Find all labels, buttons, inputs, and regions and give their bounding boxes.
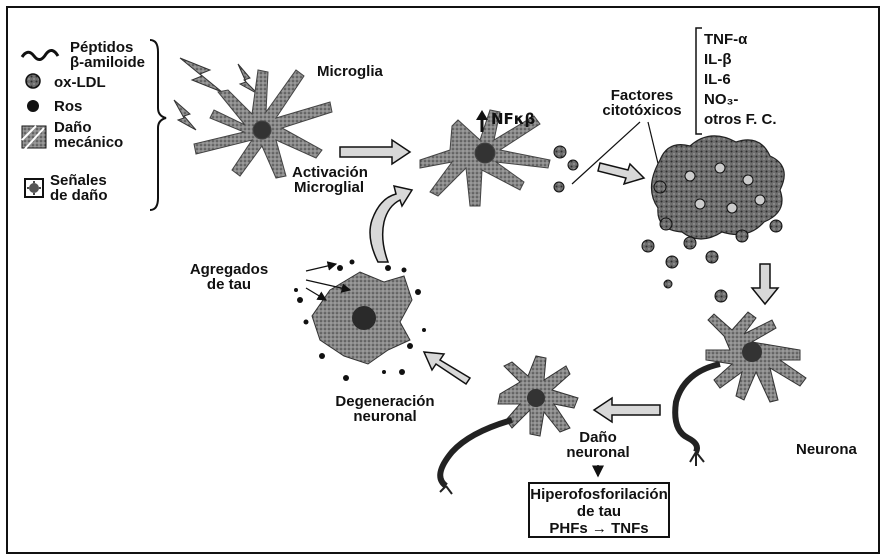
pointer-line xyxy=(306,264,336,271)
microglia-label: Microglia xyxy=(317,64,383,79)
degenerating-neuron-cell xyxy=(294,260,426,382)
block-arrow xyxy=(340,140,410,164)
factor-no3: NO₃- xyxy=(704,90,777,110)
mechanical-damage-icon xyxy=(22,126,46,150)
legend-label-ros: Ros xyxy=(54,99,82,114)
damage-signal-icon xyxy=(25,179,43,197)
curved-feedback-arrow xyxy=(370,186,412,262)
factors-bracket xyxy=(696,28,702,134)
block-arrow xyxy=(594,398,660,422)
neuron-label: Neurona xyxy=(796,442,857,457)
factors-list: TNF-α IL-β IL-6 NO₃- otros F. C. xyxy=(704,30,777,130)
block-arrow xyxy=(598,163,644,184)
factor-tnf: TNF-α xyxy=(704,30,777,50)
block-arrow xyxy=(752,264,778,304)
legend-brace xyxy=(150,40,166,210)
factor-other: otros F. C. xyxy=(704,110,777,130)
nfkb-label: NFκβ xyxy=(491,112,535,127)
pointer-line xyxy=(306,288,326,300)
ox-ldl-particle-icon xyxy=(26,74,40,88)
healthy-neuron-cell xyxy=(675,312,806,466)
factor-il-beta: IL-β xyxy=(704,50,777,70)
legend-label-ox-ldl: ox-LDL xyxy=(54,75,106,90)
block-arrow xyxy=(424,352,470,384)
hyperphosphorylation-box: Hiperofosforilación de tau PHFs → TNFs xyxy=(528,482,670,538)
dot-icon xyxy=(27,100,39,112)
factor-il-6: IL-6 xyxy=(704,70,777,90)
cytokine-granule xyxy=(554,146,578,192)
squiggle-icon xyxy=(22,50,58,59)
